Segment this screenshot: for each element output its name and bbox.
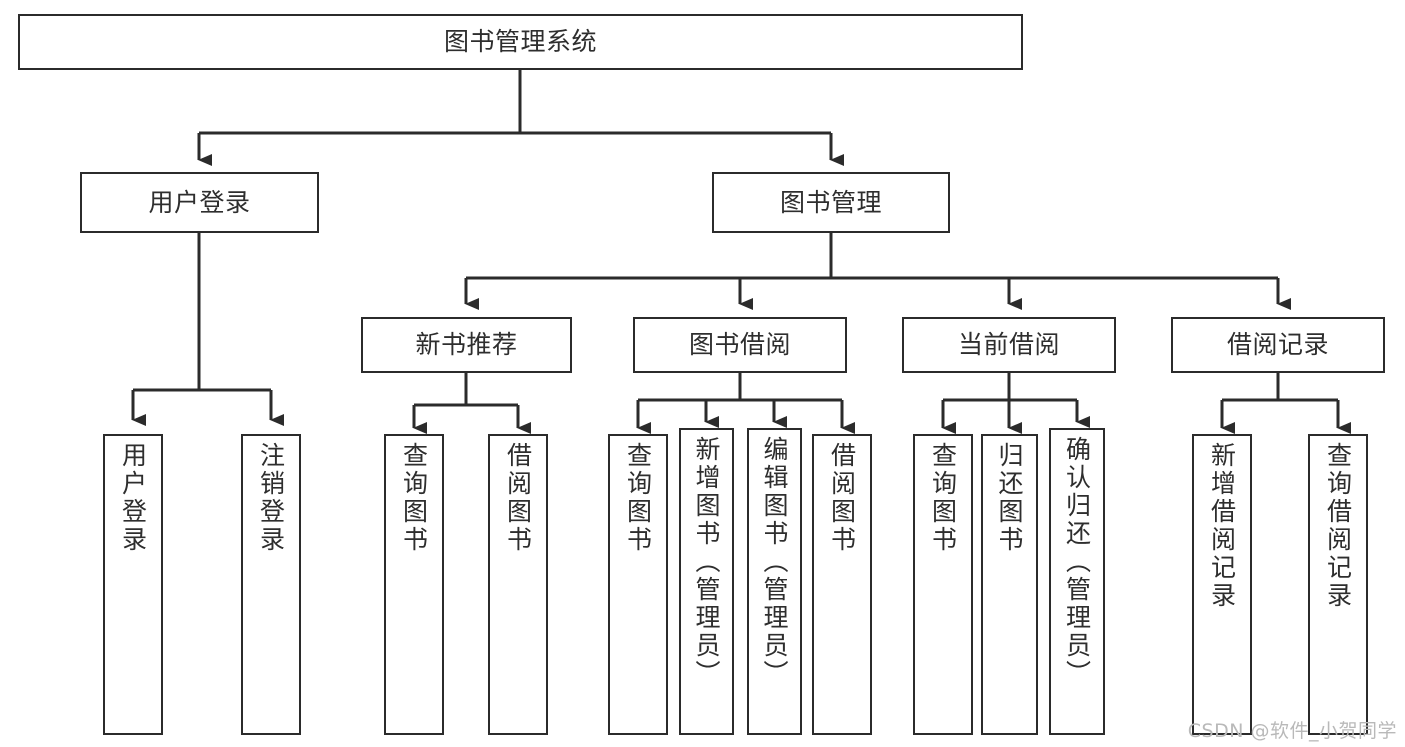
node-leaf-query-book-3-label: 查询图书: [928, 442, 958, 554]
node-root[interactable]: 图书管理系统: [18, 14, 1023, 70]
node-leaf-add-record[interactable]: 新增借阅记录: [1192, 434, 1252, 735]
node-new-book-rec-label: 新书推荐: [415, 330, 518, 359]
node-borrow-record[interactable]: 借阅记录: [1171, 317, 1385, 373]
node-current-borrow[interactable]: 当前借阅: [902, 317, 1116, 373]
node-leaf-query-book-1-label: 查询图书: [399, 442, 429, 554]
node-leaf-return-book[interactable]: 归还图书: [981, 434, 1038, 735]
node-leaf-add-book-label: 新增图书（管理员）: [692, 436, 721, 688]
node-leaf-edit-book[interactable]: 编辑图书（管理员）: [747, 428, 802, 735]
node-leaf-query-book-2[interactable]: 查询图书: [608, 434, 668, 735]
node-leaf-edit-book-label: 编辑图书（管理员）: [760, 436, 789, 688]
node-leaf-confirm-return-label: 确认归还（管理员）: [1062, 436, 1092, 688]
node-leaf-borrow-book-1-label: 借阅图书: [503, 442, 533, 554]
node-borrow-record-label: 借阅记录: [1226, 330, 1329, 359]
node-leaf-borrow-book-2[interactable]: 借阅图书: [812, 434, 872, 735]
node-leaf-query-record[interactable]: 查询借阅记录: [1308, 434, 1368, 735]
node-user-login-label: 用户登录: [148, 187, 251, 217]
node-leaf-query-book-3[interactable]: 查询图书: [913, 434, 973, 735]
node-leaf-user-login[interactable]: 用户登录: [103, 434, 163, 735]
node-current-borrow-label: 当前借阅: [957, 330, 1060, 359]
node-root-label: 图书管理系统: [443, 27, 597, 56]
csdn-watermark: CSDN @软件_小贺同学: [1187, 720, 1397, 742]
node-leaf-logout-label: 注销登录: [256, 442, 286, 554]
node-leaf-query-book-2-label: 查询图书: [623, 442, 653, 554]
node-leaf-query-record-label: 查询借阅记录: [1323, 442, 1353, 610]
node-new-book-rec[interactable]: 新书推荐: [361, 317, 572, 373]
node-leaf-user-login-label: 用户登录: [118, 442, 148, 554]
node-book-manage-label: 图书管理: [779, 187, 882, 217]
node-leaf-query-book-1[interactable]: 查询图书: [384, 434, 444, 735]
node-book-borrow-label: 图书借阅: [688, 330, 791, 359]
node-book-borrow[interactable]: 图书借阅: [633, 317, 847, 373]
node-leaf-logout[interactable]: 注销登录: [241, 434, 301, 735]
node-leaf-return-book-label: 归还图书: [995, 442, 1024, 554]
node-leaf-confirm-return[interactable]: 确认归还（管理员）: [1049, 428, 1105, 735]
node-book-manage[interactable]: 图书管理: [712, 172, 950, 233]
node-leaf-borrow-book-1[interactable]: 借阅图书: [488, 434, 548, 735]
node-user-login[interactable]: 用户登录: [80, 172, 319, 233]
node-leaf-borrow-book-2-label: 借阅图书: [827, 442, 857, 554]
node-leaf-add-book[interactable]: 新增图书（管理员）: [679, 428, 734, 735]
node-leaf-add-record-label: 新增借阅记录: [1207, 442, 1237, 610]
